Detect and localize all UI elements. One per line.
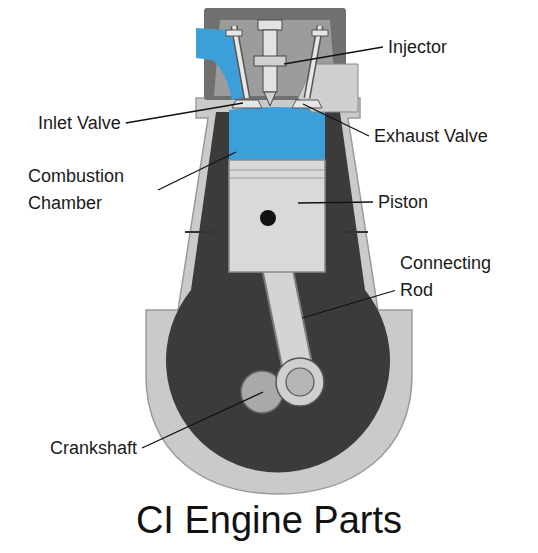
leader-line [302, 291, 395, 319]
block-line [185, 231, 214, 233]
piston [229, 160, 325, 272]
leader-line [126, 103, 243, 123]
part-label: Connecting Rod [400, 250, 518, 304]
part-label: Inlet Valve [38, 113, 121, 133]
part-label: Piston [378, 192, 428, 212]
inlet-valve-stem-outline [234, 26, 247, 98]
leader-line [298, 202, 373, 203]
block-line [340, 231, 368, 233]
exhaust-valve-stem-outline [307, 26, 320, 98]
valve-spring-cap [226, 30, 242, 36]
injector-nut [254, 56, 286, 66]
leader-line [158, 152, 236, 190]
injector-cap [258, 20, 282, 30]
injector-nozzle [264, 92, 276, 106]
inlet-valve-stem [234, 26, 247, 98]
part-label: Injector [388, 37, 447, 57]
crankcase-interior [166, 112, 390, 473]
part-label: Combustion Chamber [28, 163, 153, 217]
gudgeon-pin [260, 210, 276, 226]
exhaust-valve-stem [307, 26, 320, 98]
crank-pin [276, 358, 324, 406]
leader-line [142, 392, 263, 448]
piston-ring [229, 177, 325, 178]
diagram-title: CI Engine Parts [0, 498, 538, 542]
part-label: Exhaust Valve [374, 126, 488, 146]
leader-line [303, 104, 369, 136]
piston-ring [229, 169, 325, 170]
leader-line [284, 47, 383, 64]
part-label: Crankshaft [50, 438, 137, 458]
exhaust-valve-head [292, 100, 322, 108]
engine-casing [146, 98, 412, 494]
crank-pin-core [286, 368, 314, 396]
valve-spring-cap [312, 30, 328, 36]
combustion-chamber [229, 107, 325, 160]
